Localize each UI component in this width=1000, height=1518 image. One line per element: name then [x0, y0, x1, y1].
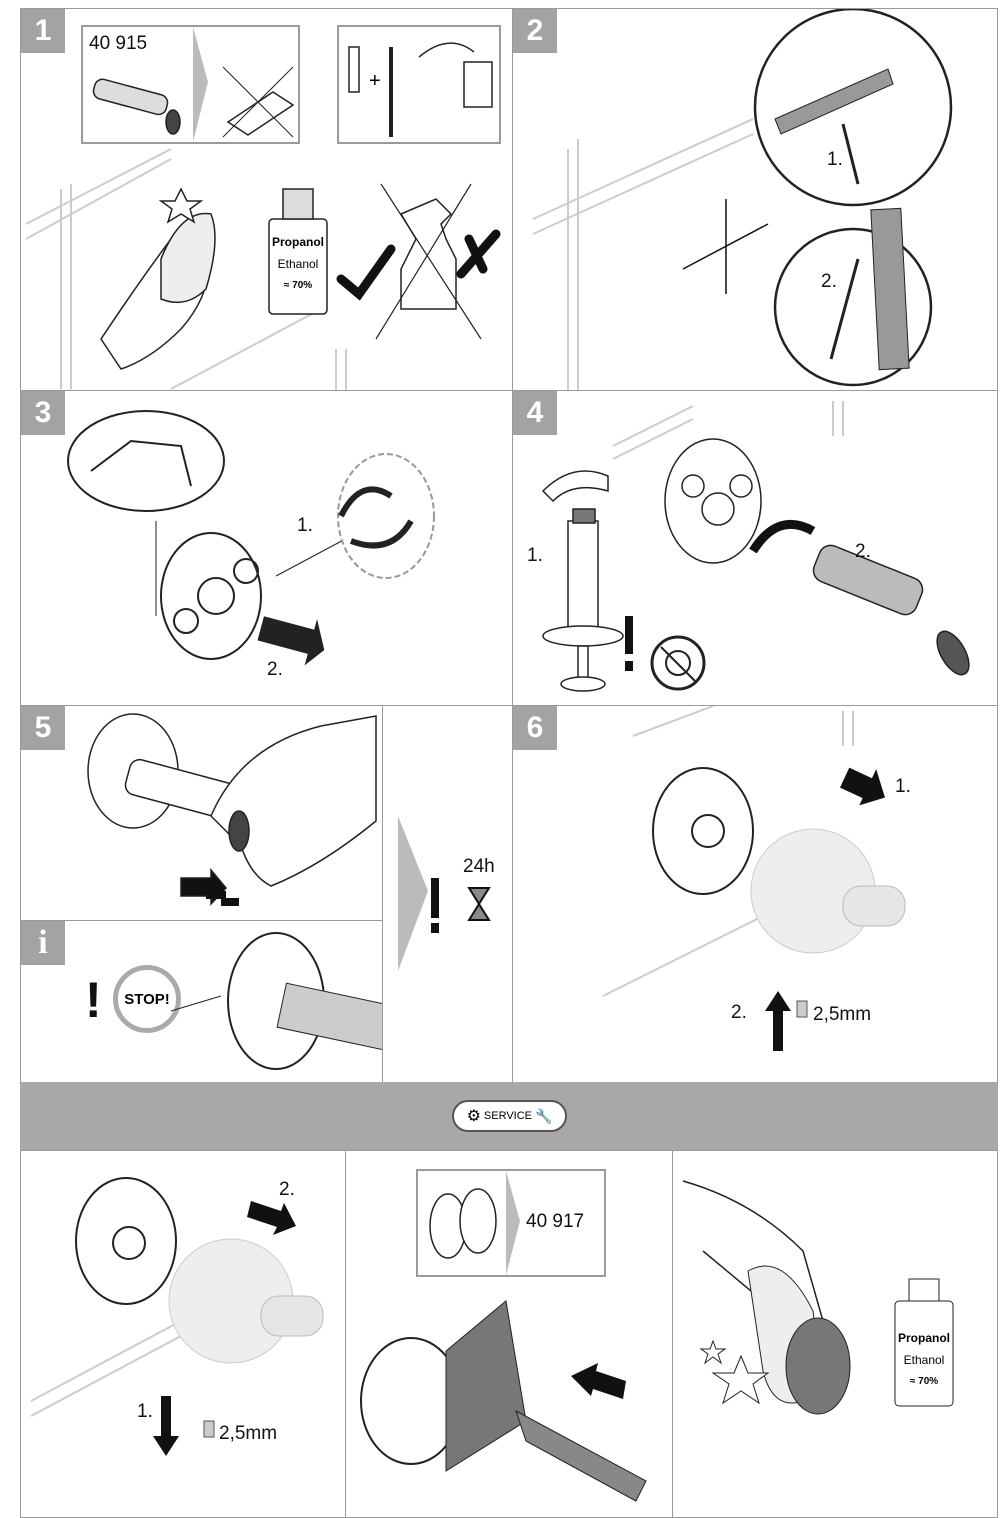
- gear-icon: ⚙: [466, 1108, 481, 1125]
- stop-sign: STOP!: [113, 965, 181, 1033]
- solvent-bottle: Propanol Ethanol ≈ 70%: [269, 231, 327, 297]
- replacement-part-box: 40 917: [416, 1169, 606, 1277]
- mount-rosette-illustration: [602, 706, 906, 1051]
- substep-2-label: 2.: [731, 1002, 747, 1023]
- step-number: 6: [513, 706, 557, 750]
- article-number: 40 915: [89, 33, 148, 54]
- bottle-label-ethanol: Ethanol: [903, 1353, 945, 1367]
- service-removal-panel: 2. 1. 2,5mm: [20, 1150, 346, 1518]
- step-1-panel: 1 40 915: [20, 8, 513, 391]
- press-applicator-illustration: [87, 713, 377, 906]
- solvent-bottle: Propanol Ethanol ≈ 70%: [895, 1327, 953, 1393]
- hex-key-size: 2,5mm: [813, 1004, 872, 1025]
- step-6-panel: 6 1. 2. 2,5mm: [512, 705, 998, 1083]
- scraper-illustration: [360, 1300, 647, 1502]
- replacement-plate-icon: [429, 1171, 520, 1275]
- substep-1-label: 1.: [895, 776, 911, 797]
- remove-rosette-illustration: [30, 1177, 324, 1456]
- info-icon: i: [21, 921, 65, 965]
- info-panel: i ! STOP!: [20, 920, 383, 1083]
- cure-time-label: 24h: [463, 856, 495, 877]
- mount-plate-illustration: [67, 410, 435, 666]
- svg-text:+: +: [369, 70, 381, 92]
- service-cleaning-panel: Propanol Ethanol ≈ 70%: [672, 1150, 998, 1518]
- substep-1-label: 1.: [137, 1401, 153, 1422]
- article-number: 40 917: [526, 1211, 585, 1232]
- substep-1-label: 1.: [527, 545, 543, 566]
- step-number: 5: [21, 706, 65, 750]
- cure-time-panel: 24h: [382, 705, 513, 1083]
- hex-key-size: 2,5mm: [219, 1423, 278, 1444]
- wipe-clean-illustration: [682, 1180, 954, 1415]
- bottle-label-ethanol: Ethanol: [277, 257, 319, 271]
- applicator-box: 40 915: [81, 25, 300, 144]
- bottle-label-percent: ≈ 70%: [909, 1376, 939, 1387]
- applicator-tube-icon: [92, 27, 295, 142]
- marking-illustration: [532, 9, 953, 390]
- service-replacement-panel: 40 917: [345, 1150, 673, 1518]
- cure-arrow-icon: [398, 816, 491, 971]
- warning-icon: !: [85, 972, 102, 1028]
- service-label: SERVICE: [483, 1110, 532, 1122]
- step-number: 3: [21, 391, 65, 435]
- step-5-panel: 5: [20, 705, 383, 922]
- substep-2-label: 2.: [279, 1179, 295, 1200]
- step-number: 4: [513, 391, 557, 435]
- substep-2-label: 2.: [855, 541, 871, 562]
- substep-2-label: 2.: [821, 271, 837, 292]
- substep-2-label: 2.: [267, 659, 283, 680]
- step-4-panel: 4 1. 2.: [512, 390, 998, 706]
- dispose-screws-icon: +: [348, 42, 493, 137]
- substep-1-label: 1.: [827, 149, 843, 170]
- step-number: 1: [21, 9, 65, 53]
- step-3-panel: 3 1. 2.: [20, 390, 513, 706]
- service-badge: ⚙ SERVICE 🔧: [452, 1100, 567, 1132]
- wrench-icon: 🔧: [535, 1107, 553, 1124]
- bottle-label-propanol: Propanol: [271, 235, 324, 249]
- bottle-label-percent: ≈ 70%: [283, 280, 313, 291]
- bottle-label-propanol: Propanol: [897, 1331, 950, 1345]
- step-2-panel: 2 1. 2.: [512, 8, 998, 391]
- stop-label: STOP!: [124, 990, 170, 1008]
- step-number: 2: [513, 9, 557, 53]
- discard-screws-box: +: [337, 25, 501, 144]
- substep-1-label: 1.: [297, 515, 313, 536]
- excess-adhesive-illustration: [170, 932, 382, 1070]
- adhesive-application-illustration: [541, 401, 970, 692]
- cleaning-illustration: [25, 148, 501, 390]
